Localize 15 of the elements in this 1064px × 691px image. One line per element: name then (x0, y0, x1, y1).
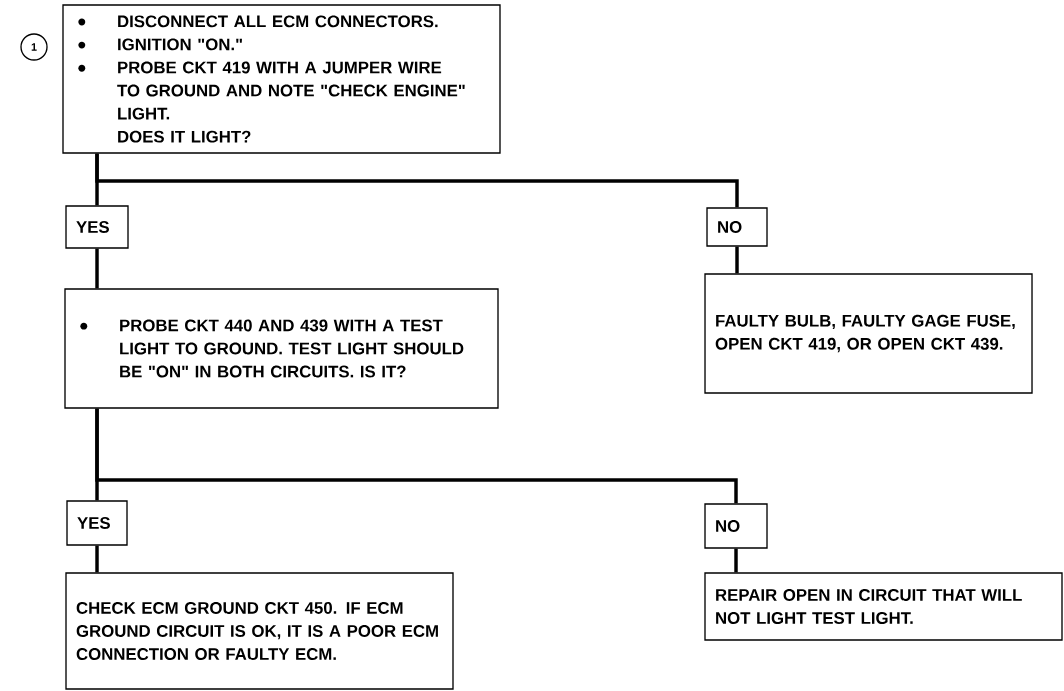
result-box: FAULTY BULB, FAULTY GAGE FUSE, OPEN CKT 419, OR OPEN CKT 439. (704, 273, 1033, 394)
connector-line (95, 248, 99, 289)
instruction-box: PROBE CKT 440 AND 439 WITH A TEST LIGHT TO GROUND. TEST LIGHT SHOULD BE "ON" IN BOTH CIRCUITS. IS IT? (64, 288, 499, 409)
answer-box: NO (704, 503, 768, 549)
connector-line (95, 408, 738, 504)
answer-box: YES (66, 500, 128, 546)
answer-box: NO (706, 207, 768, 247)
connector-line (95, 545, 99, 573)
answer-box: YES (65, 205, 129, 249)
instruction-box: DISCONNECT ALL ECM CONNECTORS. IGNITION "ON." PROBE CKT 419 WITH A JUMPER WIRE TO GROUND AND NOTE "CHECK ENGINE" LIGHT. DOES IT LIGHT? (62, 4, 501, 154)
connector-line (735, 246, 739, 274)
connector-line (95, 153, 739, 208)
connector-line (734, 548, 738, 573)
result-box: REPAIR OPEN IN CIRCUIT THAT WILL NOT LIGHT TEST LIGHT. (704, 572, 1063, 641)
result-box: CHECK ECM GROUND CKT 450. IF ECM GROUND CIRCUIT IS OK, IT IS A POOR ECM CONNECTION OR FAULTY ECM. (65, 572, 454, 690)
